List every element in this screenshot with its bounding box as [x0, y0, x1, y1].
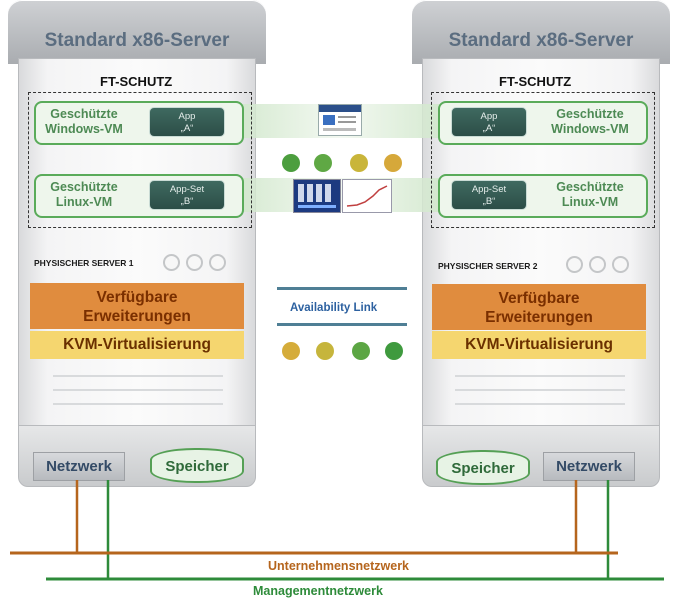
vent-line	[455, 389, 625, 391]
status-dot-yellow-2	[384, 154, 402, 172]
status-dot-yellow-4	[316, 342, 334, 360]
availability-link-line-top	[277, 287, 407, 290]
ft-protection-label-1: FT-SCHUTZ	[100, 74, 173, 89]
availability-link-line-bottom	[277, 323, 407, 326]
storage-disk-2[interactable]: Speicher	[436, 450, 530, 485]
corporate-network-label: Unternehmensnetzwerk	[268, 559, 410, 573]
storage-disk-1[interactable]: Speicher	[150, 448, 244, 483]
vent-line	[53, 389, 223, 391]
status-led-icon	[566, 256, 583, 273]
windows-vm-1-label: Geschützte Windows-VM	[45, 107, 123, 136]
app-a-2[interactable]: App „A“	[451, 107, 527, 137]
windows-app-thumbnail-icon	[318, 104, 362, 136]
management-network-label: Managementnetzwerk	[253, 584, 383, 598]
status-dot-green-3	[352, 342, 370, 360]
linux-vm-2-label: Geschützte Linux-VM	[556, 180, 624, 209]
status-dot-green-2	[314, 154, 332, 172]
kvm-bar-2: KVM-Virtualisierung	[432, 331, 646, 359]
availability-link-label: Availability Link	[290, 302, 378, 314]
status-dot-green-4	[385, 342, 403, 360]
ft-protection-label-2: FT-SCHUTZ	[499, 74, 572, 89]
server-2-title: Standard x86-Server	[448, 30, 634, 51]
chart-thumbnail-icon	[342, 179, 392, 213]
vent-line	[53, 375, 223, 377]
linux-app-thumbnail-icon	[293, 179, 341, 213]
status-dot-yellow-3	[282, 342, 300, 360]
ft-protection-box-2	[431, 92, 655, 228]
status-led-icon	[612, 256, 629, 273]
physical-server-2-label: PHYSISCHER SERVER 2	[438, 261, 538, 271]
server-1-top-panel	[8, 0, 266, 64]
extensions-bar-2: Verfügbare Erweiterungen	[432, 284, 646, 330]
chart-thumbnail-curve	[346, 185, 388, 207]
server-2-top-panel	[412, 0, 670, 64]
server-1-title: Standard x86-Server	[44, 30, 230, 51]
network-button-2[interactable]: Netzwerk	[543, 452, 635, 481]
vent-line	[455, 403, 625, 405]
linux-vm-1-label: Geschützte Linux-VM	[50, 180, 118, 209]
status-dot-green-1	[282, 154, 300, 172]
kvm-bar-1: KVM-Virtualisierung	[30, 331, 244, 359]
windows-vm-2-label: Geschützte Windows-VM	[551, 107, 629, 136]
extensions-bar-1: Verfügbare Erweiterungen	[30, 283, 244, 329]
network-button-1[interactable]: Netzwerk	[33, 452, 125, 481]
app-set-b-1[interactable]: App-Set „B“	[149, 180, 225, 210]
ft-protection-box-1	[28, 92, 252, 228]
vent-line	[455, 375, 625, 377]
vent-line	[53, 403, 223, 405]
status-led-icon	[163, 254, 180, 271]
status-dot-yellow-1	[350, 154, 368, 172]
status-led-icon	[589, 256, 606, 273]
physical-server-1-label: PHYSISCHER SERVER 1	[34, 258, 134, 268]
status-led-icon	[209, 254, 226, 271]
app-a-1[interactable]: App „A“	[149, 107, 225, 137]
app-set-b-2[interactable]: App-Set „B“	[451, 180, 527, 210]
status-led-icon	[186, 254, 203, 271]
